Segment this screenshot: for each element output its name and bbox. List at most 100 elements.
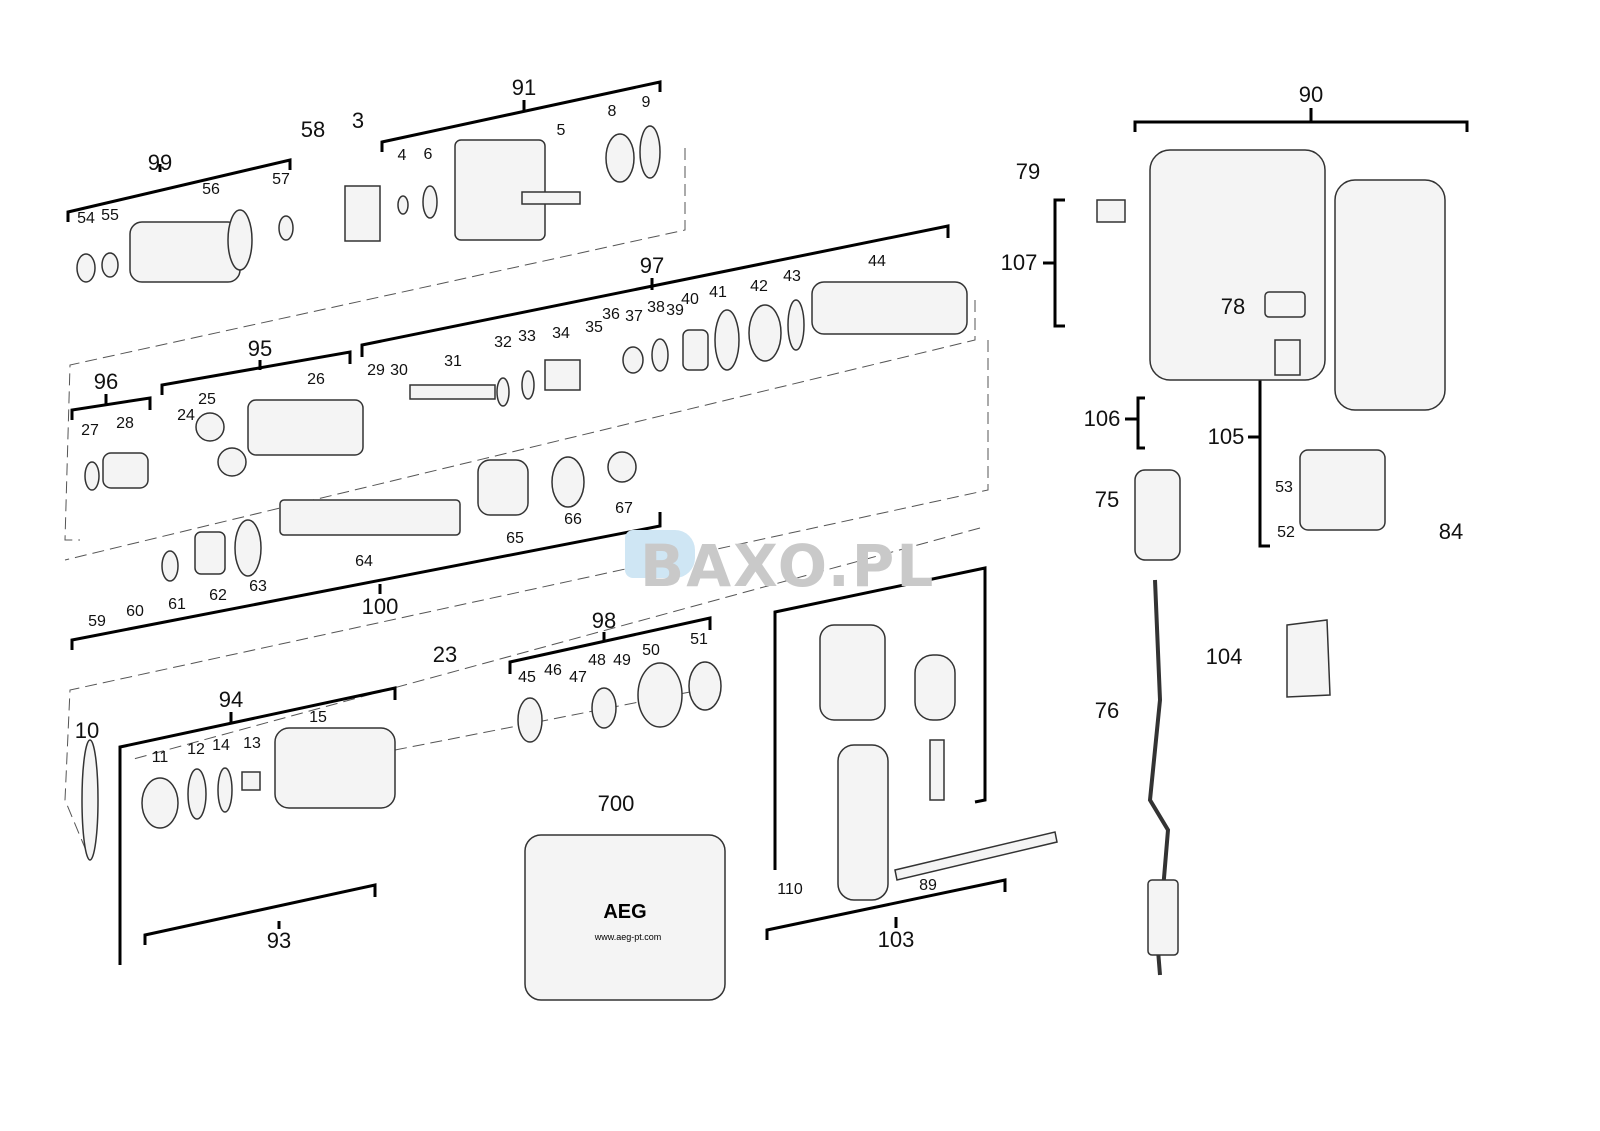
part-label-23: 23	[432, 642, 458, 667]
part-label-90: 90	[1298, 82, 1324, 107]
part-label-33: 33	[518, 328, 536, 345]
part-label-95: 95	[247, 336, 273, 361]
part-label-78: 78	[1220, 294, 1246, 319]
part-label-98: 98	[591, 608, 617, 633]
bracket-91	[380, 80, 662, 152]
watermark: BAXO.PL	[640, 532, 936, 600]
part-label-30: 30	[390, 362, 408, 379]
bracket-100	[508, 616, 712, 674]
switch-107	[1096, 199, 1126, 223]
bracket-94	[143, 883, 377, 945]
ring-33	[521, 370, 535, 400]
part-label-34: 34	[552, 325, 570, 342]
depth-rod-89	[894, 831, 1058, 881]
part-label-26: 26	[307, 371, 325, 388]
part-label-41: 41	[709, 284, 727, 301]
sleeve-37	[622, 346, 644, 374]
part-label-103: 103	[877, 927, 915, 952]
ring-43	[787, 299, 805, 351]
ring-14	[217, 767, 233, 813]
part-label-24: 24	[177, 407, 195, 424]
sleeve-11	[141, 777, 179, 829]
part-label-106: 106	[1083, 406, 1121, 431]
trigger-switch-53	[1299, 449, 1386, 531]
cap-51	[688, 661, 722, 711]
ring-32	[496, 377, 510, 407]
armature-56	[129, 221, 241, 283]
part-label-58: 58	[300, 117, 326, 142]
part-label-57: 57	[272, 171, 290, 188]
part-label-53: 53	[1275, 479, 1293, 496]
part-label-14: 14	[212, 737, 230, 754]
alignment-line	[64, 340, 989, 861]
part-label-50: 50	[642, 642, 660, 659]
case-url: www.aeg-pt.com	[594, 932, 662, 942]
part-label-63: 63	[249, 578, 267, 595]
part-label-13: 13	[243, 735, 261, 752]
part-label-105: 105	[1207, 424, 1245, 449]
part-label-11: 11	[151, 749, 169, 766]
handle-clamp-110	[819, 624, 886, 721]
part-label-31: 31	[444, 353, 462, 370]
bearing-8	[605, 133, 635, 183]
shaft-64	[279, 499, 461, 536]
ring-12	[187, 768, 207, 820]
ring-4	[397, 195, 409, 215]
screw-rod	[929, 739, 945, 801]
part-label-51: 51	[690, 631, 708, 648]
wobble-65	[477, 459, 529, 516]
part-label-96: 96	[93, 369, 119, 394]
bracket-93	[773, 566, 987, 870]
part-label-64: 64	[355, 553, 373, 570]
bracket-99	[66, 158, 292, 222]
part-label-61: 61	[168, 596, 186, 613]
bracket-103	[765, 878, 1007, 940]
part-label-25: 25	[198, 391, 216, 408]
spring-45	[517, 697, 543, 743]
part-label-3: 3	[351, 108, 365, 133]
part-label-55: 55	[101, 207, 119, 224]
gear-housing-91	[454, 139, 546, 241]
part-label-62: 62	[209, 587, 227, 604]
part-label-15: 15	[309, 709, 327, 726]
part-label-89: 89	[919, 877, 937, 894]
sleeve-48	[591, 687, 617, 729]
housing-half-90a	[1149, 149, 1326, 381]
part-13	[241, 771, 261, 791]
ring-10	[81, 739, 99, 861]
gear-41	[714, 309, 740, 371]
part-label-42: 42	[750, 278, 768, 295]
piston-31	[409, 384, 496, 400]
part-label-110: 110	[777, 881, 803, 898]
part-label-12: 12	[187, 741, 205, 758]
bracket-106	[1136, 396, 1145, 450]
ring-55	[101, 252, 119, 278]
gear-63	[234, 519, 262, 577]
part-label-40: 40	[681, 291, 699, 308]
washer-38	[651, 338, 669, 372]
part-label-107: 107	[1000, 250, 1038, 275]
part-label-65: 65	[506, 530, 524, 547]
part-label-97: 97	[639, 253, 665, 278]
part-label-49: 49	[613, 652, 631, 669]
tube-26	[247, 399, 364, 456]
part-label-9: 9	[641, 94, 651, 111]
part-label-32: 32	[494, 334, 512, 351]
bearing-57	[278, 215, 294, 241]
cap-50	[637, 662, 683, 728]
bearing-54	[76, 253, 96, 283]
part-label-79: 79	[1015, 159, 1041, 184]
housing-15	[274, 727, 396, 809]
part-label-93: 93	[266, 928, 292, 953]
part-label-100: 100	[361, 594, 399, 619]
part-label-43: 43	[783, 268, 801, 285]
part-label-36: 36	[602, 306, 620, 323]
watermark-logo-icon	[625, 530, 695, 578]
alignment-line	[64, 300, 976, 561]
part-105a	[1274, 339, 1301, 376]
part-label-84: 84	[1438, 519, 1464, 544]
part-label-27: 27	[81, 422, 99, 439]
label-104	[1286, 619, 1331, 698]
clamp-ring	[914, 654, 956, 721]
